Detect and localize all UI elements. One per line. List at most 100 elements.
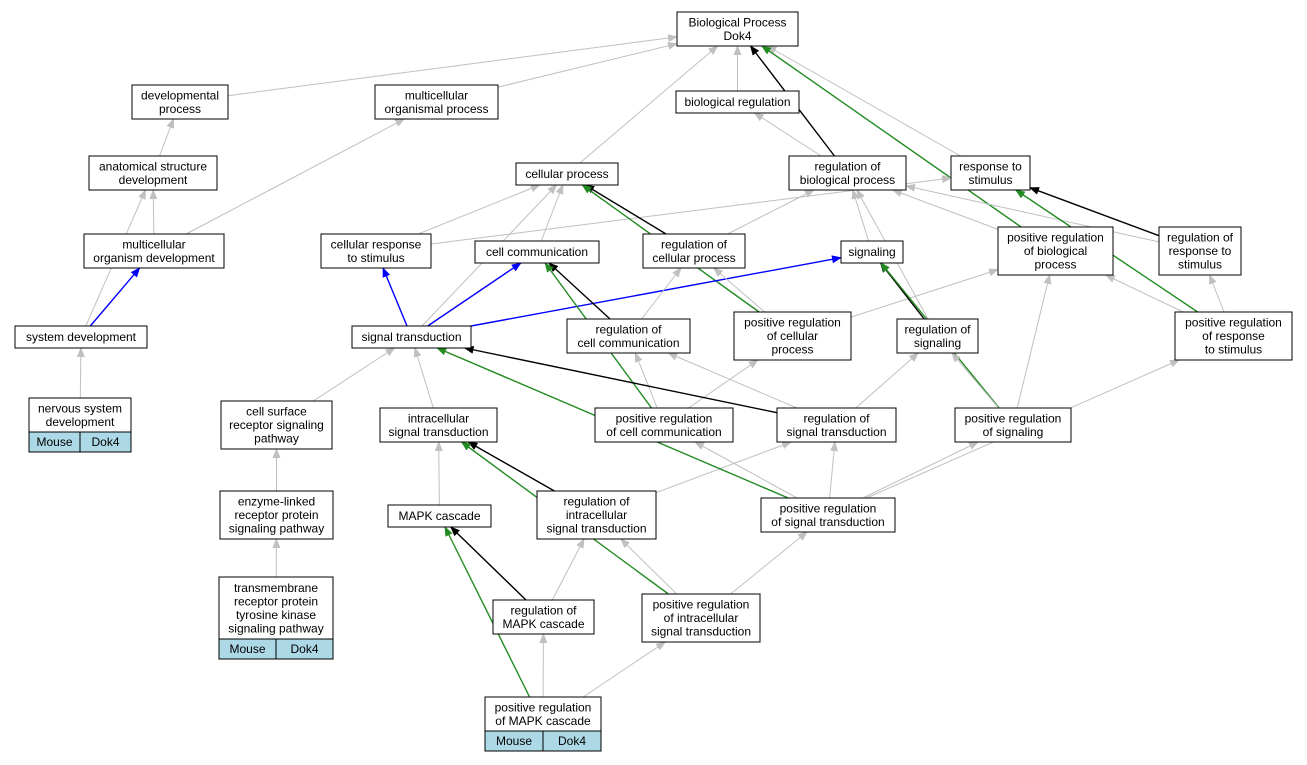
tag-label: Dok4 xyxy=(558,734,586,748)
edge-rcc-to-cc xyxy=(548,262,611,320)
node-label-line: signal transduction xyxy=(651,625,751,639)
node-label-line: biological process xyxy=(800,173,895,187)
edge-sysdev-to-mod xyxy=(89,267,141,327)
node-mapk[interactable]: MAPK cascade xyxy=(387,504,492,528)
node-box xyxy=(950,155,1031,191)
node-label-line: system development xyxy=(26,330,137,344)
node-label-line: positive regulation xyxy=(780,501,877,515)
node-label-line: response to xyxy=(1169,244,1232,258)
edge-prst-to-prcc xyxy=(694,441,798,499)
edge-prist-to-prst xyxy=(730,531,808,595)
edge-ist-to-st xyxy=(413,347,434,409)
edge-prrs-to-prbp xyxy=(1104,274,1184,313)
node-label-line: positive regulation xyxy=(1007,231,1104,245)
node-cc[interactable]: cell communication xyxy=(474,240,600,264)
edge-mod-to-mop xyxy=(185,118,406,235)
node-label-line: receptor signaling xyxy=(229,418,324,432)
node-label-line: Dok4 xyxy=(723,29,751,43)
node-label-line: regulation of xyxy=(1167,231,1234,245)
node-label-line: cell surface xyxy=(246,405,307,419)
node-box xyxy=(760,497,896,533)
edge-cc-to-cp xyxy=(540,184,564,242)
tag-label: Mouse xyxy=(229,642,265,656)
edge-prbp-to-bp xyxy=(761,45,1022,228)
edge-prcp-to-rcp xyxy=(712,267,766,313)
edge-rist-to-rst xyxy=(655,441,793,494)
edge-rst-to-st xyxy=(463,345,778,414)
tag-cell: Dok4 xyxy=(275,638,334,660)
node-box xyxy=(220,400,333,450)
edge-prsig-to-prbp xyxy=(1016,274,1052,409)
tag-cell: Dok4 xyxy=(542,730,602,752)
edge-mop-to-bp xyxy=(497,41,678,88)
node-box xyxy=(840,240,904,264)
node-label-line: stimulus xyxy=(968,173,1012,187)
node-box xyxy=(484,696,602,732)
node-label-line: multicellular xyxy=(405,88,468,102)
node-box xyxy=(219,490,334,540)
node-label-line: response to xyxy=(959,159,1022,173)
node-label-line: organism development xyxy=(93,251,215,265)
node-label-line: to stimulus xyxy=(1205,343,1262,357)
edge-prcc-to-prcp xyxy=(688,359,759,409)
node-label-line: regulation of xyxy=(814,159,881,173)
node-box xyxy=(788,155,907,191)
node-sig[interactable]: signaling xyxy=(840,240,904,264)
node-label-line: regulation of xyxy=(510,603,577,617)
node-box xyxy=(642,233,746,269)
node-label-line: cell communication xyxy=(486,245,588,259)
node-label-line: development xyxy=(119,173,188,187)
node-label-line: cellular process xyxy=(652,251,735,265)
node-label-line: developmental xyxy=(141,88,219,102)
node-sysdev[interactable]: system development xyxy=(14,325,148,349)
node-box xyxy=(88,155,218,191)
node-label-line: development xyxy=(46,415,115,429)
node-label-line: intracellular xyxy=(408,411,469,425)
node-label-line: signaling xyxy=(914,336,961,350)
node-cp[interactable]: cellular process xyxy=(515,162,619,186)
node-st[interactable]: signal transduction xyxy=(351,325,472,349)
edge-rrs-to-rbp xyxy=(905,183,1160,243)
node-label-line: positive regulation xyxy=(1185,316,1282,330)
node-label-line: nervous system xyxy=(38,401,122,415)
node-box xyxy=(492,599,595,635)
node-box xyxy=(997,226,1114,276)
edge-rrs-to-rts xyxy=(1029,187,1160,237)
node-label-line: stimulus xyxy=(1178,258,1222,272)
node-label-line: process xyxy=(1034,258,1076,272)
node-box xyxy=(374,84,499,120)
tag-label: Dok4 xyxy=(91,435,119,449)
node-label-line: intracellular xyxy=(566,508,627,522)
node-breg[interactable]: biological regulation xyxy=(675,90,800,114)
node-box xyxy=(474,240,600,264)
